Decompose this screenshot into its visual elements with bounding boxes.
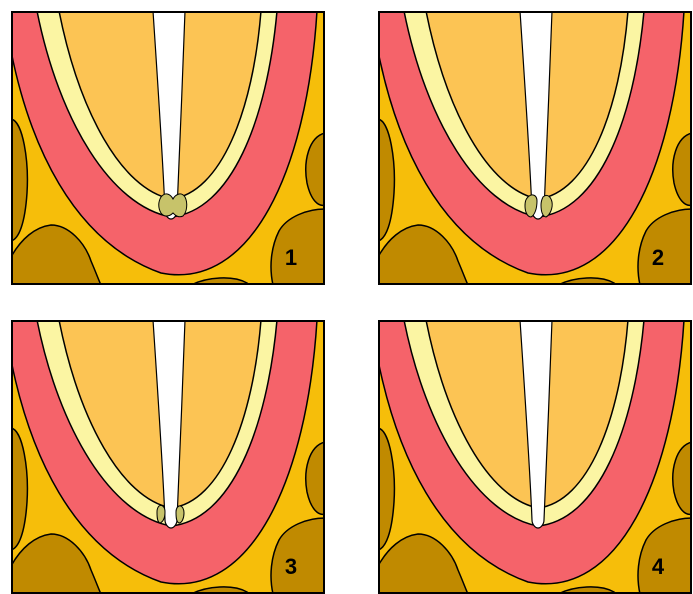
remnant-fragment-1 <box>157 505 165 523</box>
diagram-3: 3 <box>11 320 325 594</box>
panel-number: 2 <box>652 245 664 270</box>
panel-number: 3 <box>285 554 297 579</box>
panel-4: 4 <box>378 320 692 594</box>
panel-1: 1 <box>11 11 325 285</box>
diagram-2: 2 <box>378 11 692 285</box>
panel-number: 4 <box>652 554 665 579</box>
panel-number: 1 <box>285 245 297 270</box>
panel-3: 3 <box>11 320 325 594</box>
panel-2: 2 <box>378 11 692 285</box>
remnant-fragment-2 <box>176 506 184 523</box>
diagram-4: 4 <box>378 320 692 594</box>
diagram-1: 1 <box>11 11 325 285</box>
